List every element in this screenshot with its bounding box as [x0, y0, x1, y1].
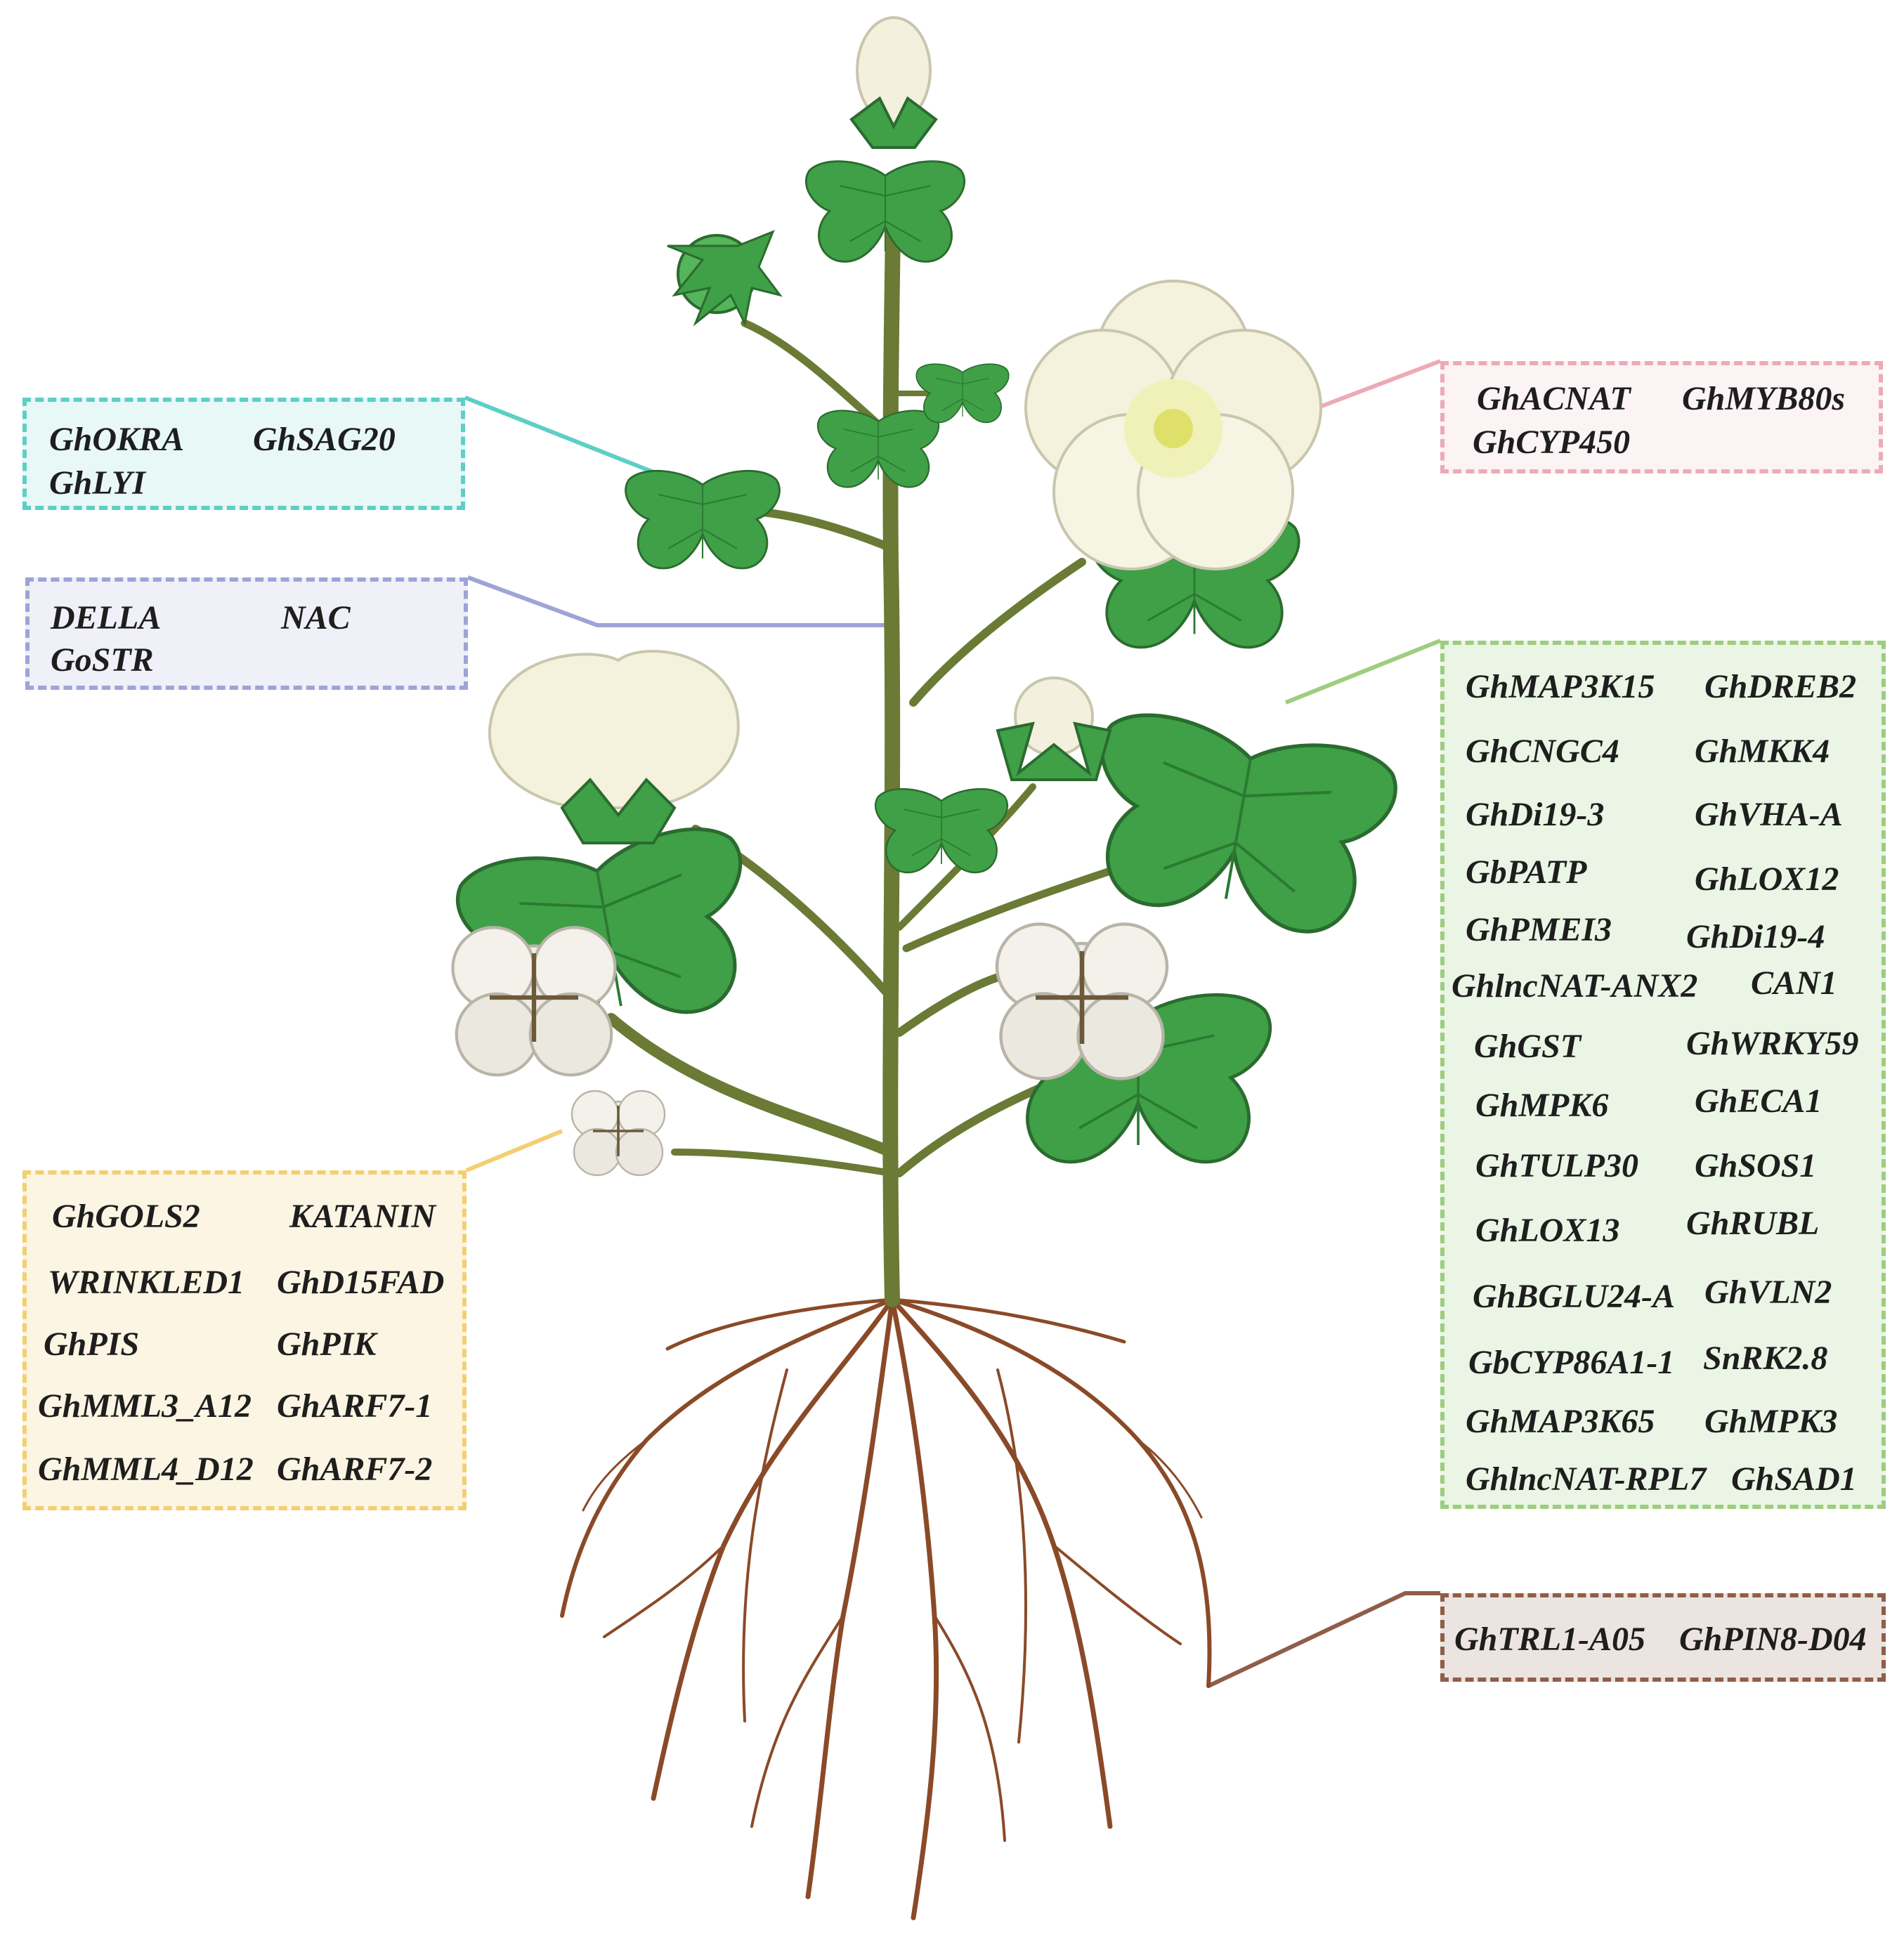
- gene-label: GhVLN2: [1704, 1274, 1832, 1311]
- connector-lines: [464, 359, 1442, 1688]
- gene-label: GhTULP30: [1475, 1147, 1638, 1184]
- abiotic-stress-gene-box: GhMAP3K15 GhDREB2 GhCNGC4 GhMKK4 GhDi19-…: [1440, 641, 1886, 1509]
- gene-label: NAC: [281, 599, 351, 636]
- gene-label: GhARF7-1: [277, 1387, 433, 1425]
- flower-gene-box: GhACNAT GhMYB80s GhCYP450: [1440, 361, 1883, 473]
- flowers: [488, 16, 1322, 844]
- gene-label: GhVHA-A: [1695, 796, 1843, 833]
- gene-label: GhRUBL: [1686, 1205, 1820, 1242]
- gene-label: GhD15FAD: [277, 1264, 445, 1301]
- gene-label: CAN1: [1751, 965, 1837, 1002]
- gene-label: GhGST: [1474, 1028, 1582, 1065]
- gene-label: GhDREB2: [1704, 668, 1857, 705]
- green-bud: [667, 230, 783, 327]
- gene-label: GhECA1: [1695, 1083, 1823, 1120]
- gene-label: GhMAP3K15: [1466, 668, 1655, 705]
- open-flower: [1024, 280, 1322, 570]
- roots: [560, 1297, 1212, 1921]
- gene-label: GhWRKY59: [1686, 1025, 1859, 1062]
- root-gene-box: GhTRL1-A05 GhPIN8-D04: [1440, 1593, 1886, 1682]
- gene-label: GhCNGC4: [1466, 733, 1619, 770]
- gene-label: GhMYB80s: [1682, 380, 1846, 417]
- gene-label: GhLOX12: [1695, 861, 1839, 898]
- branches: [606, 175, 1114, 1307]
- gene-label: GhARF7-2: [277, 1451, 433, 1488]
- gene-label: WRINKLED1: [48, 1264, 245, 1301]
- fiber-gene-box: GhGOLS2 KATANIN WRINKLED1 GhD15FAD GhPIS…: [22, 1170, 467, 1510]
- gene-label: GhDi19-3: [1466, 796, 1605, 833]
- top-bud: [849, 16, 938, 149]
- gene-label: GhBGLU24-A: [1473, 1278, 1676, 1315]
- gene-label: SnRK2.8: [1703, 1340, 1828, 1377]
- gene-label: GhPIN8-D04: [1679, 1621, 1867, 1658]
- gene-label: GhTRL1-A05: [1454, 1621, 1646, 1658]
- gene-label: GhMKK4: [1695, 733, 1830, 770]
- gene-label: GhGOLS2: [52, 1198, 200, 1235]
- gene-label: GoSTR: [51, 641, 154, 679]
- gene-label: GhPIK: [277, 1326, 377, 1363]
- gene-label: GhLOX13: [1475, 1212, 1620, 1249]
- gene-label: GhPMEI3: [1466, 911, 1612, 948]
- gene-label: GbPATP: [1466, 854, 1587, 891]
- gene-label: GhMML3_A12: [38, 1387, 252, 1425]
- gene-label: GhACNAT: [1477, 380, 1631, 417]
- stem-gene-box: DELLA NAC GoSTR: [25, 577, 468, 690]
- gene-label: GhlncNAT-ANX2: [1452, 967, 1698, 1005]
- gene-label: GhMPK6: [1475, 1087, 1609, 1124]
- gene-label: GbCYP86A1-1: [1468, 1344, 1675, 1381]
- gene-label: GhPIS: [44, 1326, 140, 1363]
- gene-label: GhCYP450: [1473, 424, 1631, 461]
- gene-label: GhlncNAT-RPL7: [1466, 1460, 1707, 1498]
- gene-label: GhMPK3: [1704, 1403, 1838, 1440]
- gene-label: GhMML4_D12: [38, 1451, 254, 1488]
- gene-label: GhOKRA: [49, 421, 185, 458]
- gene-label: GhSAG20: [253, 421, 396, 458]
- small-bud: [996, 676, 1112, 781]
- gene-label: GhSAD1: [1731, 1460, 1857, 1498]
- side-flower: [488, 650, 740, 844]
- gene-label: GhLYI: [49, 464, 145, 502]
- gene-label: GhMAP3K65: [1466, 1403, 1655, 1440]
- gene-label: GhDi19-4: [1686, 918, 1825, 955]
- leaf-gene-box: GhOKRA GhSAG20 GhLYI: [22, 398, 465, 510]
- gene-label: GhSOS1: [1695, 1147, 1817, 1184]
- gene-label: KATANIN: [289, 1198, 436, 1235]
- gene-label: DELLA: [51, 599, 162, 636]
